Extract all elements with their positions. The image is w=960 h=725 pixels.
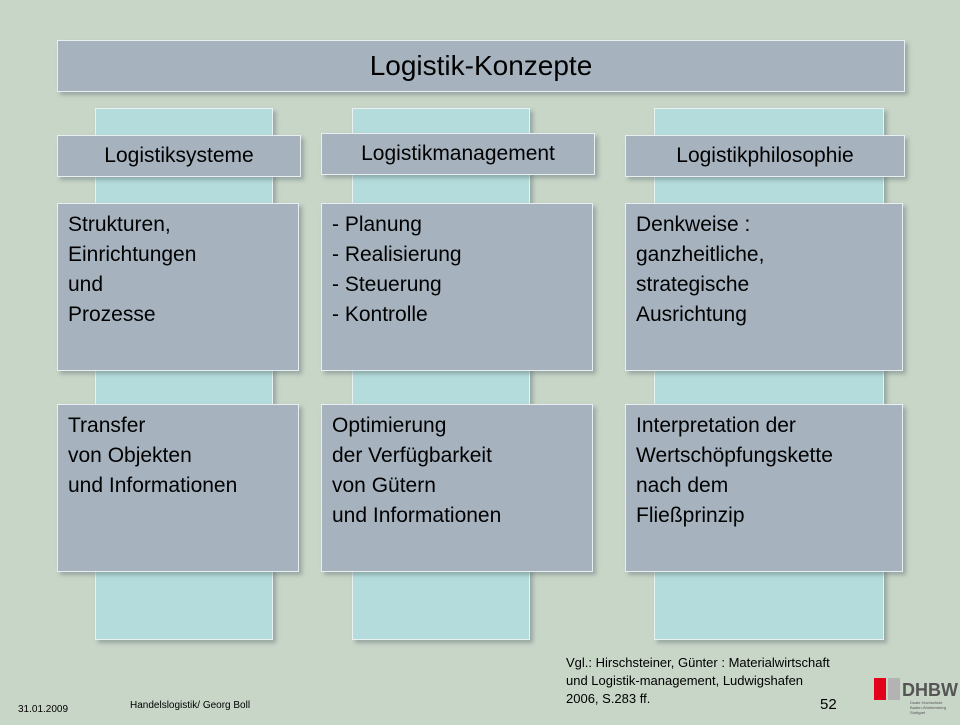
slide-title: Logistik-Konzepte bbox=[57, 40, 905, 92]
box-logistikmanagement-optimization: Optimierung der Verfügbarkeit von Gütern… bbox=[321, 404, 593, 572]
dhbw-logo: DHBW Duale Hochschule Baden-Württemberg … bbox=[872, 676, 960, 720]
box-logistikmanagement-functions: - Planung - Realisierung - Steuerung - K… bbox=[321, 203, 593, 371]
box-logistiksysteme-transfer: Transfer von Objekten und Informationen bbox=[57, 404, 299, 572]
footer-date: 31.01.2009 bbox=[18, 704, 69, 715]
svg-text:Duale Hochschule: Duale Hochschule bbox=[910, 700, 943, 705]
svg-text:Stuttgart: Stuttgart bbox=[910, 710, 926, 715]
svg-text:Baden-Württemberg: Baden-Württemberg bbox=[910, 705, 946, 710]
column-header-logistiksysteme: Logistiksysteme bbox=[57, 135, 301, 177]
footer-author: Handelslogistik/ Georg Boll bbox=[130, 700, 251, 711]
box-logistikphilosophie-interpretation: Interpretation der Wertschöpfungskette n… bbox=[625, 404, 903, 572]
box-logistikphilosophie-mindset: Denkweise : ganzheitliche, strategische … bbox=[625, 203, 903, 371]
logo-brand: DHBW bbox=[902, 680, 958, 700]
column-header-logistikmanagement: Logistikmanagement bbox=[321, 133, 595, 175]
page-number: 52 bbox=[820, 696, 837, 713]
box-logistiksysteme-structure: Strukturen, Einrichtungen und Prozesse bbox=[57, 203, 299, 371]
citation-text: Vgl.: Hirschsteiner, Günter : Materialwi… bbox=[566, 655, 830, 706]
column-header-logistikphilosophie: Logistikphilosophie bbox=[625, 135, 905, 177]
